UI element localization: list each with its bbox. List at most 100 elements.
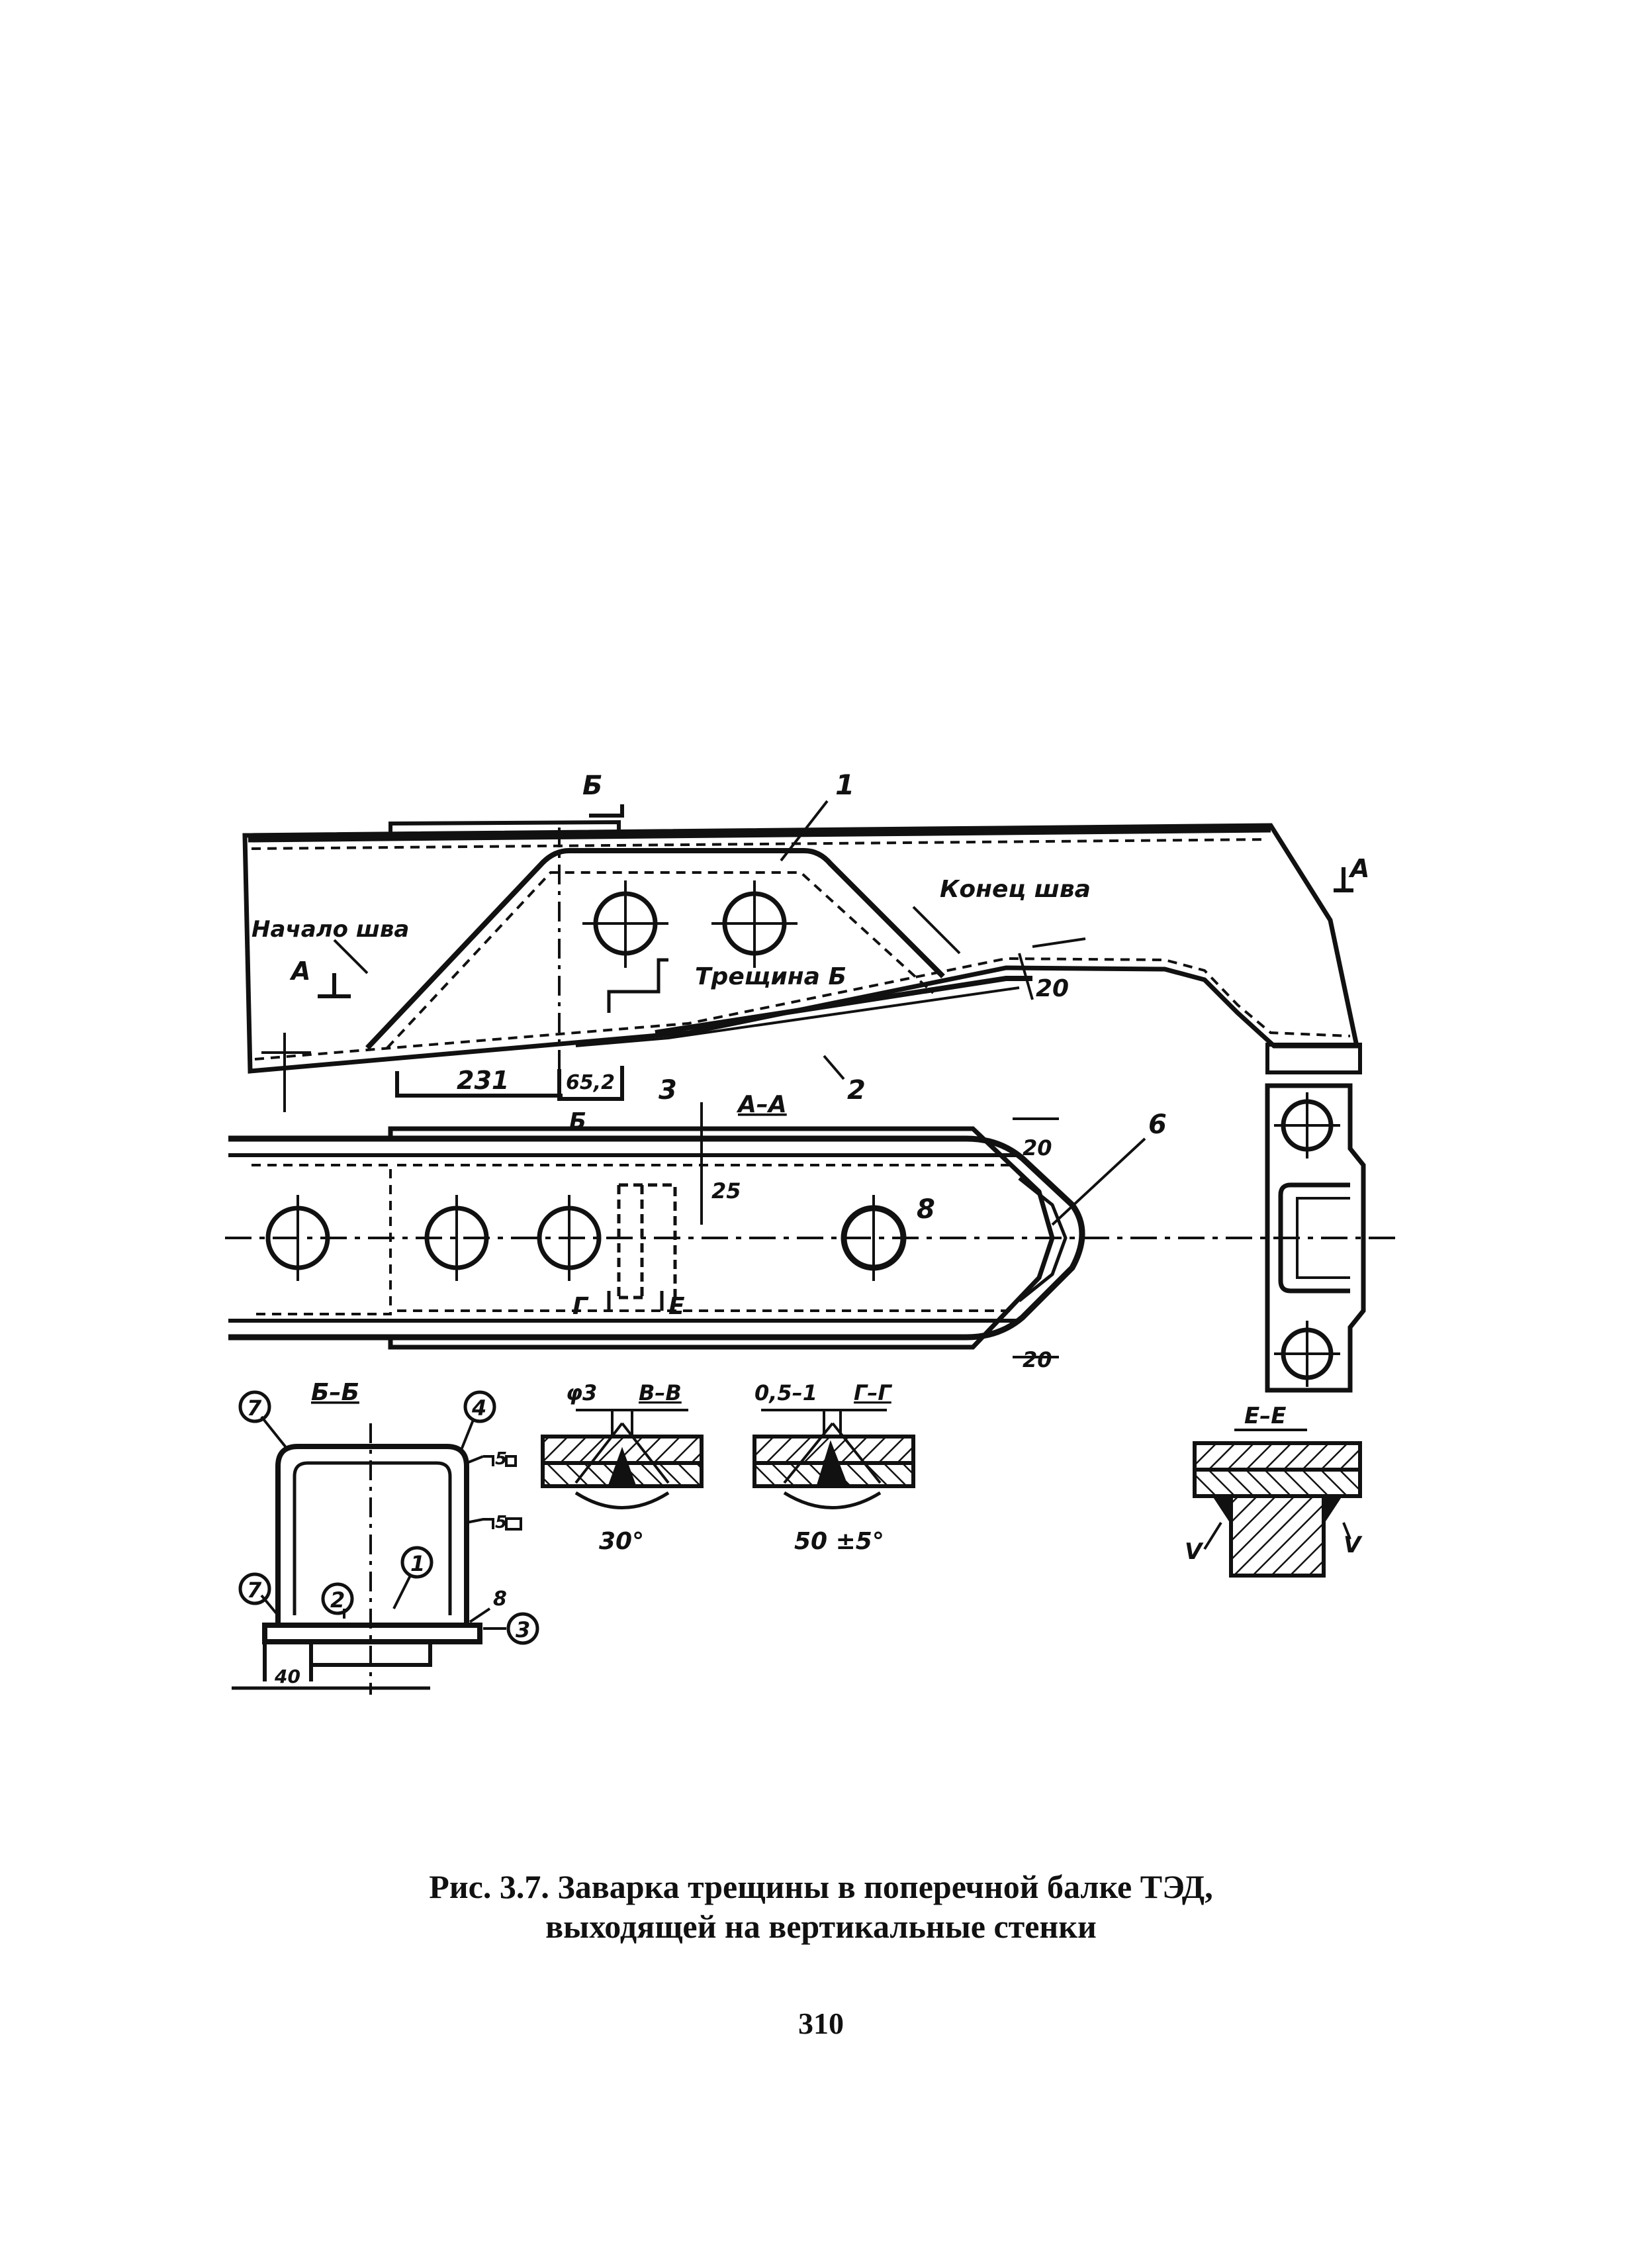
plan-cutout [617, 1183, 677, 1299]
label-weld-start: Начало шва [251, 916, 409, 943]
figure-caption-line1: Рис. 3.7. Заварка трещины в поперечной б… [429, 1868, 1213, 1905]
top-plate-dashed [251, 838, 1268, 850]
label-detail-0515: 0,5–1 [754, 1380, 817, 1405]
label-arrow-a-right: А [1348, 854, 1369, 883]
bottom-block [395, 1071, 563, 1098]
end-bracket [1265, 1083, 1366, 1393]
label-mark-e: Е [668, 1293, 685, 1320]
section-marker-left [318, 973, 351, 998]
angle-arc [783, 1491, 882, 1509]
labels: Б 1 А Начало шва Конец шва А Трещина Б 2… [247, 769, 1369, 1687]
callout-2 [321, 1582, 354, 1615]
section-ee-view [1193, 1429, 1362, 1578]
label-dim-20-bot: 20 [1023, 1347, 1052, 1372]
angle-arc [574, 1491, 670, 1509]
label-section-bb: Б–Б [311, 1379, 359, 1406]
callout-1-mid [400, 1546, 433, 1579]
block [1229, 1494, 1326, 1578]
end-bracket-channel-inner [1296, 1197, 1350, 1279]
section-marker-right [1334, 867, 1353, 892]
top-cover [388, 820, 621, 835]
callout-4-tr [463, 1390, 496, 1423]
side-view [242, 800, 1362, 1112]
fillet-right [1322, 1496, 1342, 1527]
beam-plan-outer [228, 1135, 1085, 1341]
label-weld-sym-2: 5 [495, 1513, 507, 1533]
label-weld-sym-3: 8 [493, 1587, 507, 1611]
label-part-6: 6 [1148, 1110, 1167, 1140]
label-callout-4-tr: 4 [471, 1395, 486, 1421]
label-callout-3: 3 [516, 1617, 530, 1642]
label-part-3: 3 [659, 1075, 677, 1106]
label-part-1: 1 [835, 769, 854, 801]
box-inner [293, 1461, 452, 1615]
section-g-marks [607, 1291, 664, 1311]
box-outer [275, 1444, 469, 1625]
leader-start [333, 939, 369, 974]
label-section-gg: Г–Г [854, 1380, 892, 1405]
plan-view [225, 1083, 1403, 1393]
beam-outline [242, 823, 1360, 1074]
label-section-ee: Е–Е [1244, 1403, 1286, 1429]
dim-vertical [700, 1102, 1059, 1358]
bottom-block-2 [557, 1066, 624, 1101]
label-section-b-bottom: Б [569, 1108, 586, 1135]
leader-6 [1051, 1137, 1146, 1226]
label-part-2: 2 [847, 1075, 866, 1106]
label-hole: 8 [917, 1194, 935, 1225]
top-plate [248, 826, 1271, 843]
label-dim-20: 20 [1036, 975, 1069, 1002]
plan-holes [265, 1195, 907, 1281]
weld-flags [466, 1455, 494, 1529]
fillet-left [1212, 1496, 1232, 1527]
label-crack: Трещина Б [695, 963, 846, 990]
label-weld-end: Конец шва [940, 876, 1091, 903]
label-dim-25: 25 [711, 1178, 741, 1204]
label-callout-2: 2 [330, 1587, 345, 1613]
plan-gusset [1018, 1177, 1068, 1302]
label-dim-231: 231 [457, 1066, 509, 1095]
box-base-lower [263, 1642, 432, 1681]
crack-bracket [607, 958, 668, 1013]
section-vv-view [541, 1409, 704, 1509]
box-base [262, 1623, 482, 1644]
dim-ticks [261, 1033, 311, 1112]
dim-lines-vv [574, 1409, 688, 1484]
plan-inner-dashed [251, 1164, 392, 1315]
plate-2-line [575, 986, 1020, 1047]
leader [912, 906, 1086, 955]
leader-1 [780, 800, 829, 862]
label-dim-40: 40 [274, 1666, 300, 1687]
callout-3 [506, 1612, 539, 1645]
label-dim-20-top: 20 [1023, 1135, 1052, 1160]
label-mark-g: Г [572, 1293, 589, 1320]
figure-caption-line2: выходящей на вертикальные стенки [545, 1908, 1097, 1945]
label-angle-30: 30° [599, 1528, 644, 1555]
label-dim-652: 65,2 [566, 1071, 615, 1094]
label-callout-1-mid: 1 [410, 1551, 425, 1576]
section-bb-view [232, 1390, 539, 1695]
label-detail-phi3: φ3 [566, 1380, 597, 1405]
plate-mid [1193, 1468, 1362, 1498]
plate-top [1193, 1441, 1362, 1472]
bottom-dashed [254, 957, 1351, 1061]
label-section-vv: В–В [639, 1380, 682, 1405]
dim-lines-gg [761, 1409, 887, 1484]
label-weld-v-left: V [1185, 1538, 1204, 1565]
plate-1-inner [386, 871, 935, 1049]
label-weld-sym-1: 5 [495, 1449, 507, 1469]
weld-bead [815, 1440, 849, 1488]
label-section-b-top: Б [582, 771, 603, 801]
plate-2 [655, 976, 1032, 1035]
plate-1 [365, 848, 945, 1050]
page-number: 310 [798, 2007, 844, 2040]
label-arrow-a-left: А [289, 957, 310, 986]
weld-bead [607, 1446, 637, 1488]
leaders-bb [260, 1415, 506, 1630]
callout-7-bl [238, 1572, 271, 1605]
label-callout-7-bl: 7 [247, 1578, 262, 1603]
label-callout-7-tl: 7 [247, 1395, 262, 1421]
label-angle-50: 50 ±5° [794, 1528, 884, 1555]
weld-leaders [1203, 1521, 1351, 1550]
